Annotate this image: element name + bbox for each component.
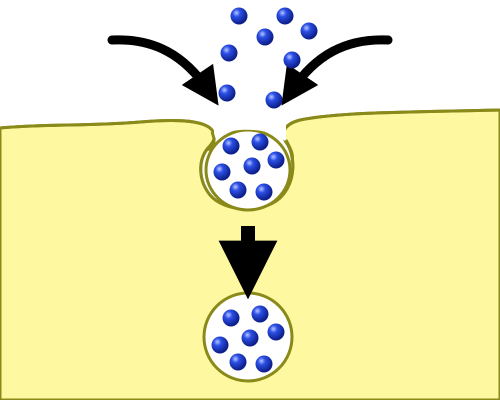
particle (243, 157, 261, 175)
particle (213, 163, 231, 181)
particle (241, 329, 259, 347)
plasma-membrane (0, 108, 500, 211)
particle (283, 51, 301, 69)
particle (229, 353, 247, 371)
particle (218, 84, 236, 102)
particle (300, 22, 318, 40)
particle (267, 323, 285, 341)
particle (222, 309, 240, 327)
particle (276, 7, 294, 25)
particle (255, 355, 273, 373)
particle (211, 336, 229, 354)
particle (251, 305, 269, 323)
curved-arrow-icon (107, 35, 219, 106)
particle (251, 133, 269, 151)
particles-outside (218, 7, 318, 109)
particle (256, 28, 274, 46)
particle (222, 137, 240, 155)
particles-internalized-vesicle (211, 305, 285, 373)
particle (220, 44, 238, 62)
curved-arrow-icon (281, 35, 393, 106)
particle (267, 151, 285, 169)
particle (230, 7, 248, 25)
particle (255, 183, 273, 201)
particle (265, 91, 283, 109)
particles-forming-vesicle (213, 133, 285, 201)
particle (229, 181, 247, 199)
